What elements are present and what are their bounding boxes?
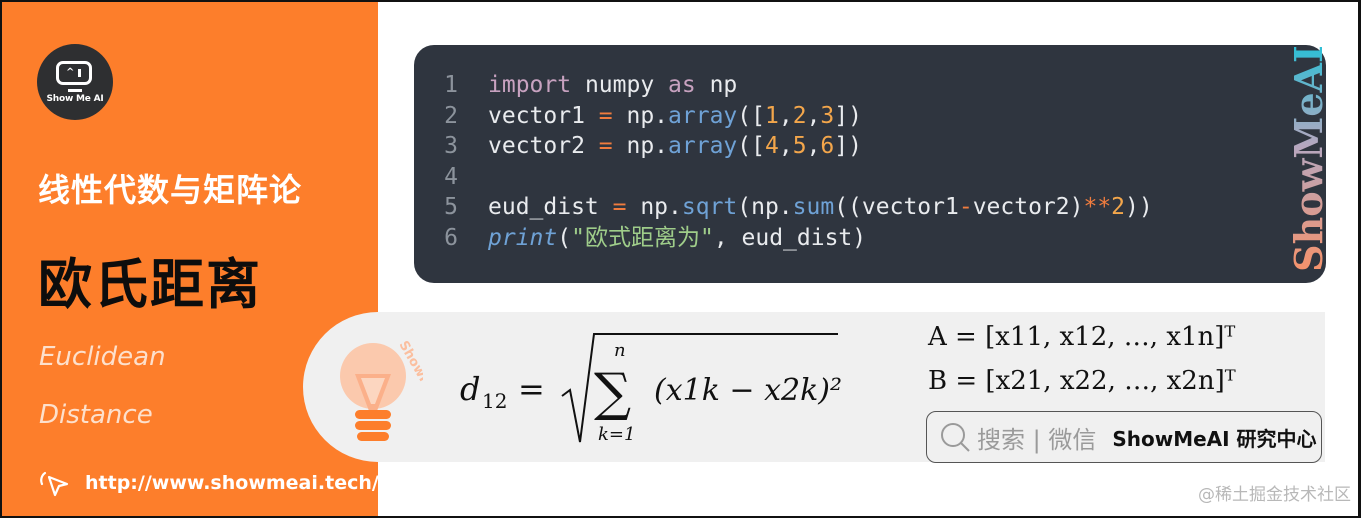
robot-screen-icon: ^ <box>56 61 92 85</box>
svg-text:=: = <box>518 370 545 408</box>
svg-text:12: 12 <box>482 389 507 413</box>
euclidean-formula: d 12 = n ∑ k=1 (x1k − x2k)² <box>458 330 858 454</box>
search-prefix: 搜索 | 微信 <box>977 425 1097 454</box>
search-account-name: ShowMeAI 研究中心 <box>1112 426 1317 451</box>
formula-band <box>378 312 1325 462</box>
subject-heading: 线性代数与矩阵论 <box>38 171 303 209</box>
lightbulb-icon: ShowMeAI <box>340 339 423 441</box>
page-title: 欧氏距离 <box>38 253 262 316</box>
showmeai-vertical-brand: ShowMeAI <box>1285 44 1331 272</box>
svg-text:n: n <box>614 340 626 361</box>
search-icon <box>941 423 970 452</box>
svg-text:(x1k − x2k)²: (x1k − x2k)² <box>654 373 842 408</box>
wechat-search-box[interactable]: 搜索 | 微信 ShowMeAI 研究中心 <box>926 411 1322 463</box>
vector-a-definition: A = [x11, x12, …, x1n]ᵀ <box>928 322 1236 352</box>
logo-text: Show Me AI <box>46 94 104 104</box>
english-title-line2: Distance <box>39 400 153 430</box>
svg-text:k=1: k=1 <box>598 424 635 445</box>
svg-text:d: d <box>460 370 480 408</box>
cursor-click-icon <box>40 471 69 497</box>
website-link[interactable]: http://www.showmeai.tech/ <box>37 468 379 498</box>
sidebar-panel: ^ Show Me AI 线性代数与矩阵论 欧氏距离 Euclidean Dis… <box>0 0 379 518</box>
website-url[interactable]: http://www.showmeai.tech/ <box>85 472 379 494</box>
juejin-watermark: @稀土掘金技术社区 <box>1198 485 1351 505</box>
english-title-line1: Euclidean <box>39 342 166 372</box>
showmeai-logo: ^ Show Me AI <box>37 44 113 120</box>
svg-text:∑: ∑ <box>594 363 631 423</box>
vector-b-definition: B = [x21, x22, …, x2n]ᵀ <box>928 366 1236 396</box>
code-line: 4 <box>444 163 458 190</box>
